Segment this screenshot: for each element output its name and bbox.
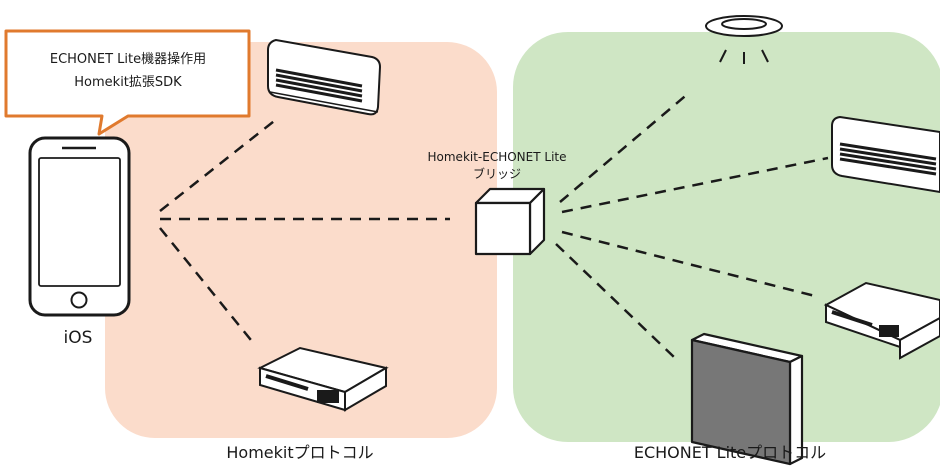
sdk-callout: ECHONET Lite機器操作用 Homekit拡張SDK [4, 29, 251, 136]
homekit-zone [105, 42, 497, 438]
homekit-protocol-label: Homekitプロトコル [226, 443, 373, 462]
link-ios-aircon [159, 117, 279, 212]
callout-line1: ECHONET Lite機器操作用 [50, 51, 206, 67]
air-conditioner-icon-echonet [831, 115, 940, 194]
callout-line2: Homekit拡張SDK [74, 75, 182, 90]
television-icon [690, 332, 804, 466]
bridge-cube-icon [474, 187, 546, 256]
ios-label: iOS [64, 328, 93, 348]
connection-lines [159, 91, 829, 359]
link-bridge-aircon [561, 156, 829, 214]
link-bridge-light [559, 91, 691, 203]
iphone-icon [28, 136, 131, 317]
recorder-icon-echonet [823, 281, 940, 360]
ceiling-light-icon [705, 15, 783, 64]
link-ios-recorder [159, 227, 256, 346]
recorder-icon [257, 346, 389, 412]
bridge-label-line1: Homekit-ECHONET Lite [428, 150, 567, 164]
bridge-label-line2: ブリッジ [473, 166, 521, 181]
callout-bubble [4, 29, 251, 136]
air-conditioner-icon [267, 38, 382, 116]
link-bridge-tv [555, 243, 676, 359]
echonet-protocol-label: ECHONET Liteプロトコル [634, 443, 826, 462]
link-bridge-box [561, 230, 816, 298]
